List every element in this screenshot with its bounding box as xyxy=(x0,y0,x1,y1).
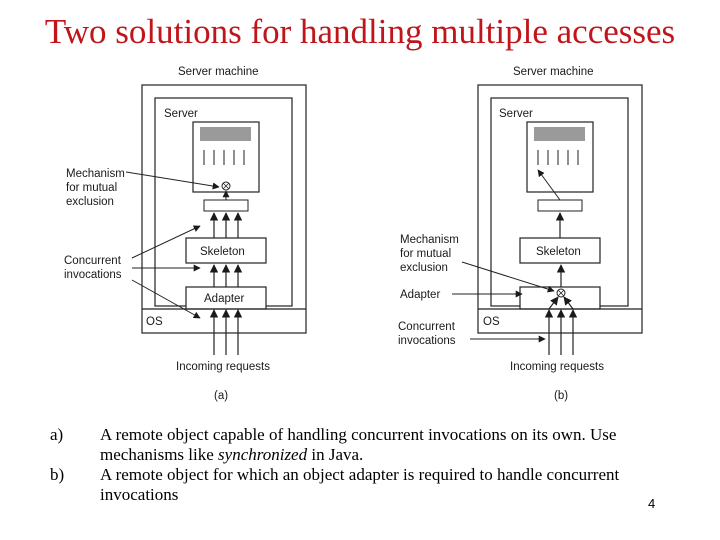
object-state-b xyxy=(534,127,585,141)
diagram-b: Server machine Server Skeleton OS xyxy=(398,66,643,402)
diagram-a: Server machine Server Skeleton Adapter O… xyxy=(64,66,307,402)
server-machine-box-a xyxy=(141,84,307,334)
svg-text:Mechanism: Mechanism xyxy=(66,168,125,180)
request-arrows-b xyxy=(544,296,578,355)
svg-text:invocations: invocations xyxy=(398,335,456,347)
svg-text:for mutual: for mutual xyxy=(66,182,117,194)
request-arrows-a xyxy=(209,212,243,355)
skeleton-label-a: Skeleton xyxy=(200,246,245,258)
mechanism-pointer-b xyxy=(461,261,555,293)
adapter-label-b-text: Adapter xyxy=(400,289,440,301)
svg-text:for mutual: for mutual xyxy=(400,248,451,260)
os-label-b: OS xyxy=(483,316,500,328)
server-machine-box-b xyxy=(477,84,643,334)
server-label-b: Server xyxy=(499,108,533,120)
mechanism-label-a: Mechanism for mutual exclusion xyxy=(66,168,125,208)
server-machine-label-a: Server machine xyxy=(178,66,259,78)
call-box-b xyxy=(537,199,583,212)
bullet-list: a) A remote object capable of handling c… xyxy=(50,425,690,505)
diagram: Server machine Server Skeleton Adapter O… xyxy=(64,66,643,402)
object-state-a xyxy=(200,127,251,141)
server-machine-label-b: Server machine xyxy=(513,66,594,78)
list-item: b) A remote object for which an object a… xyxy=(50,465,690,505)
skeleton-box-b xyxy=(519,237,601,264)
method-bars-b xyxy=(537,150,579,165)
svg-text:Mechanism: Mechanism xyxy=(400,234,459,246)
svg-text:exclusion: exclusion xyxy=(66,196,114,208)
incoming-label-b: Incoming requests xyxy=(510,361,604,373)
list-marker: b) xyxy=(50,465,65,484)
adapter-label-a: Adapter xyxy=(204,293,244,305)
list-item: a) A remote object capable of handling c… xyxy=(50,425,690,465)
svg-text:Concurrent: Concurrent xyxy=(64,255,122,267)
list-item-text: A remote object for which an object adap… xyxy=(100,465,620,504)
svg-text:Concurrent: Concurrent xyxy=(398,321,456,333)
caption-a: (a) xyxy=(214,390,228,402)
os-label-a: OS xyxy=(146,316,163,328)
concurrent-pointer-a1 xyxy=(131,225,201,259)
incoming-label-a: Incoming requests xyxy=(176,361,270,373)
method-bars-a xyxy=(203,150,245,165)
server-label-a: Server xyxy=(164,108,198,120)
page-number: 4 xyxy=(648,496,656,511)
list-item-text: A remote object capable of handling conc… xyxy=(100,425,617,464)
svg-text:exclusion: exclusion xyxy=(400,262,448,274)
object-box-b xyxy=(526,121,594,193)
mechanism-label-b: Mechanism for mutual exclusion xyxy=(400,234,459,274)
concurrent-label-b: Concurrent invocations xyxy=(398,321,456,347)
svg-text:invocations: invocations xyxy=(64,269,122,281)
concurrent-pointer-a3 xyxy=(131,279,201,319)
concurrent-label-a: Concurrent invocations xyxy=(64,255,122,281)
list-marker: a) xyxy=(50,425,64,444)
mutex-box-a xyxy=(203,199,249,212)
slide-title: Two solutions for handling multiple acce… xyxy=(44,12,676,51)
skeleton-label-b: Skeleton xyxy=(536,246,581,258)
mechanism-pointer-a xyxy=(125,171,220,190)
caption-b: (b) xyxy=(554,390,568,402)
